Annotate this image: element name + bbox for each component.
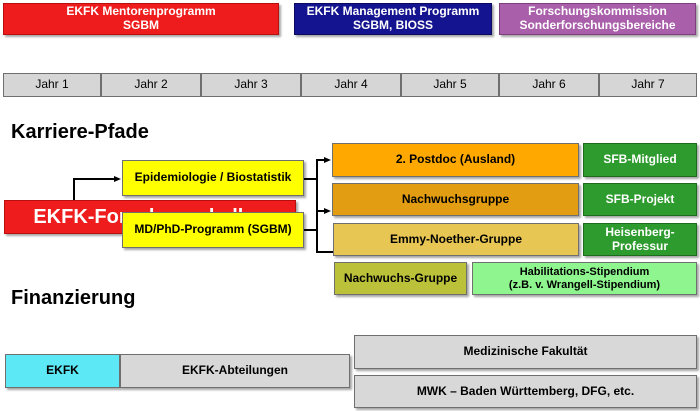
year-6: Jahr 6 [499,73,599,97]
junior-group-box: Nachwuchsgruppe [332,183,579,216]
sfb-member-label: SFB-Mitglied [603,152,677,167]
connector-to-postdoc [316,159,325,161]
habilitation-line2: (z.B. v. Wrangell-Stipendium) [508,278,661,291]
program-mentor-line1: EKFK Mentorenprogramm [66,4,216,19]
year-1-label: Jahr 1 [35,77,69,92]
mdphd-label: MD/PhD-Programm (SGBM) [134,222,292,237]
connector-to-junior-group [316,210,325,212]
funding-departments: EKFK-Abteilungen [120,354,350,388]
year-5-label: Jahr 5 [433,77,467,92]
year-5: Jahr 5 [401,73,499,97]
program-research: Forschungskommission Sonderforschungsber… [499,3,696,35]
funding-ekfk-label: EKFK [46,363,79,378]
year-3-label: Jahr 3 [234,77,268,92]
program-mentor: EKFK Mentorenprogramm SGBM [3,3,279,35]
program-management-line1: EKFK Management Programm [306,4,480,19]
funding-departments-label: EKFK-Abteilungen [182,363,288,378]
funding-faculty-label: Medizinische Fakultät [463,344,588,359]
funding-mwk-label: MWK – Baden Württemberg, DFG, etc. [416,383,635,398]
heisenberg-box: Heisenberg- Professur [583,223,697,256]
arrow-to-postdoc [324,157,331,163]
year-2: Jahr 2 [101,73,201,97]
sfb-member-box: SFB-Mitglied [583,143,697,177]
section-funding-heading: Finanzierung [11,287,136,309]
program-research-line2: Sonderforschungsbereiche [519,18,676,32]
program-management: EKFK Management Programm SGBM, BIOSS [294,3,492,35]
year-3: Jahr 3 [201,73,301,97]
connector-epi-out [304,178,317,180]
arrow-to-epidemiology [114,176,121,182]
year-6-label: Jahr 6 [532,77,566,92]
habilitation-box: Habilitations-Stipendium (z.B. v. Wrange… [472,262,697,295]
emmy-noether-label: Emmy-Noether-Gruppe [389,231,523,246]
postdoc-box: 2. Postdoc (Ausland) [332,143,579,177]
connector-left-top [73,178,115,180]
program-mentor-line2: SGBM [123,18,159,32]
funding-ekfk: EKFK [5,354,120,388]
year-1: Jahr 1 [3,73,101,97]
connector-right-vertical [316,159,318,252]
junior-group-label: Nachwuchsgruppe [401,191,510,206]
year-2-label: Jahr 2 [134,77,168,92]
section-career-heading: Karriere-Pfade [11,121,149,143]
program-management-line2: SGBM, BIOSS [352,18,433,32]
postdoc-label: 2. Postdoc (Ausland) [395,152,516,167]
junior-group2-label: Nachwuchs-Gruppe [343,270,458,285]
epidemiology-label: Epidemiologie / Biostatistik [134,170,292,185]
year-7: Jahr 7 [599,73,697,97]
heisenberg-line2: Professur [611,238,669,253]
year-4: Jahr 4 [301,73,401,97]
year-4-label: Jahr 4 [334,77,368,92]
connector-to-emmy [316,251,333,253]
sfb-project-label: SFB-Projekt [605,191,675,206]
funding-faculty: Medizinische Fakultät [354,335,697,369]
junior-group2-box: Nachwuchs-Gruppe [334,262,467,295]
habilitation-line1: Habilitations-Stipendium [519,265,650,278]
emmy-noether-box: Emmy-Noether-Gruppe [333,223,579,256]
year-7-label: Jahr 7 [631,77,665,92]
funding-mwk: MWK – Baden Württemberg, DFG, etc. [354,375,697,408]
connector-mdphd-out [304,229,317,231]
mdphd-box: MD/PhD-Programm (SGBM) [122,212,304,248]
arrow-to-junior-group [324,208,331,214]
epidemiology-box: Epidemiologie / Biostatistik [122,160,304,196]
sfb-project-box: SFB-Projekt [583,183,697,216]
heisenberg-line1: Heisenberg- [605,224,675,239]
program-research-line1: Forschungskommission [528,4,667,19]
